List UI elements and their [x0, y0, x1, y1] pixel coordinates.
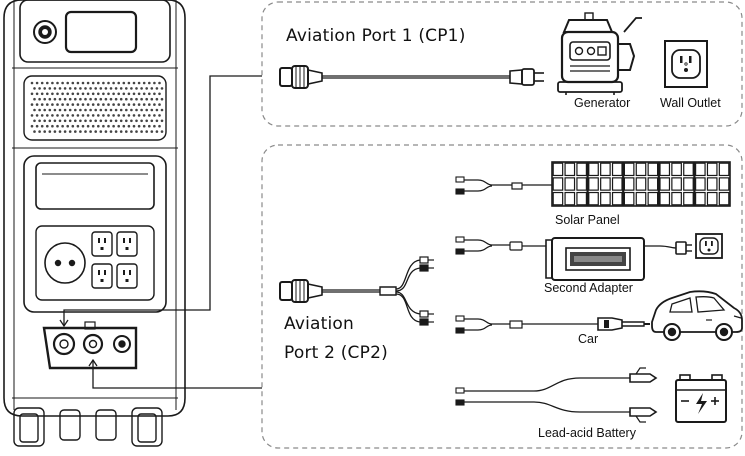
second-adapter-icon [545, 237, 692, 281]
adapter-cable [455, 236, 546, 255]
ac-socket-4 [116, 263, 138, 289]
label-lead-acid-battery: Lead-acid Battery [538, 426, 636, 440]
connector-arrows [59, 75, 262, 389]
aviation-port-cp2 [82, 333, 104, 355]
vent-grill [23, 75, 167, 141]
aviation-port-cp1 [52, 332, 76, 356]
ac-socket-round [44, 242, 86, 284]
label-generator: Generator [574, 96, 631, 110]
label-solar-panel: Solar Panel [555, 213, 620, 227]
wall-outlet-icon [664, 40, 708, 88]
cp2-title-line1: Aviation [284, 314, 354, 334]
station-top-panel [19, 0, 171, 63]
car-cable [455, 315, 650, 334]
cp2-splitter-cable [279, 256, 434, 326]
cp2-title-line2: Port 2 (CP2) [284, 343, 388, 363]
label-wall-outlet: Wall Outlet [660, 96, 721, 110]
label-second-adapter: Second Adapter [544, 281, 633, 295]
station-body [3, 0, 186, 417]
wheel-front-left [13, 407, 45, 447]
aviation-port-panel [42, 326, 138, 370]
wheel-front-right [131, 407, 163, 447]
ac-socket-3 [91, 263, 113, 289]
cp1-title: Aviation Port 1 (CP1) [286, 26, 466, 46]
cp1-panel [261, 1, 743, 127]
aux-port [113, 335, 131, 353]
cp1-connector-line [63, 75, 262, 326]
handle-recess [35, 162, 155, 210]
cp1-cable [279, 65, 544, 89]
battery-icon [675, 374, 727, 423]
ac-socket-1 [91, 231, 113, 257]
second-adapter-outlet-icon [695, 233, 723, 259]
solar-panel-icon [551, 161, 731, 207]
power-station-illustration [3, 0, 186, 447]
battery-cable [455, 367, 658, 423]
car-icon [651, 290, 743, 341]
power-button [33, 20, 57, 44]
generator-icon [557, 12, 642, 95]
solar-cable [455, 176, 552, 195]
ac-socket-2 [116, 231, 138, 257]
ac-output-panel [23, 155, 167, 313]
display-screen [64, 10, 138, 54]
cp2-panel [261, 144, 743, 449]
socket-plate [35, 225, 155, 301]
cp2-connector-line [92, 360, 262, 389]
label-car: Car [578, 332, 599, 346]
